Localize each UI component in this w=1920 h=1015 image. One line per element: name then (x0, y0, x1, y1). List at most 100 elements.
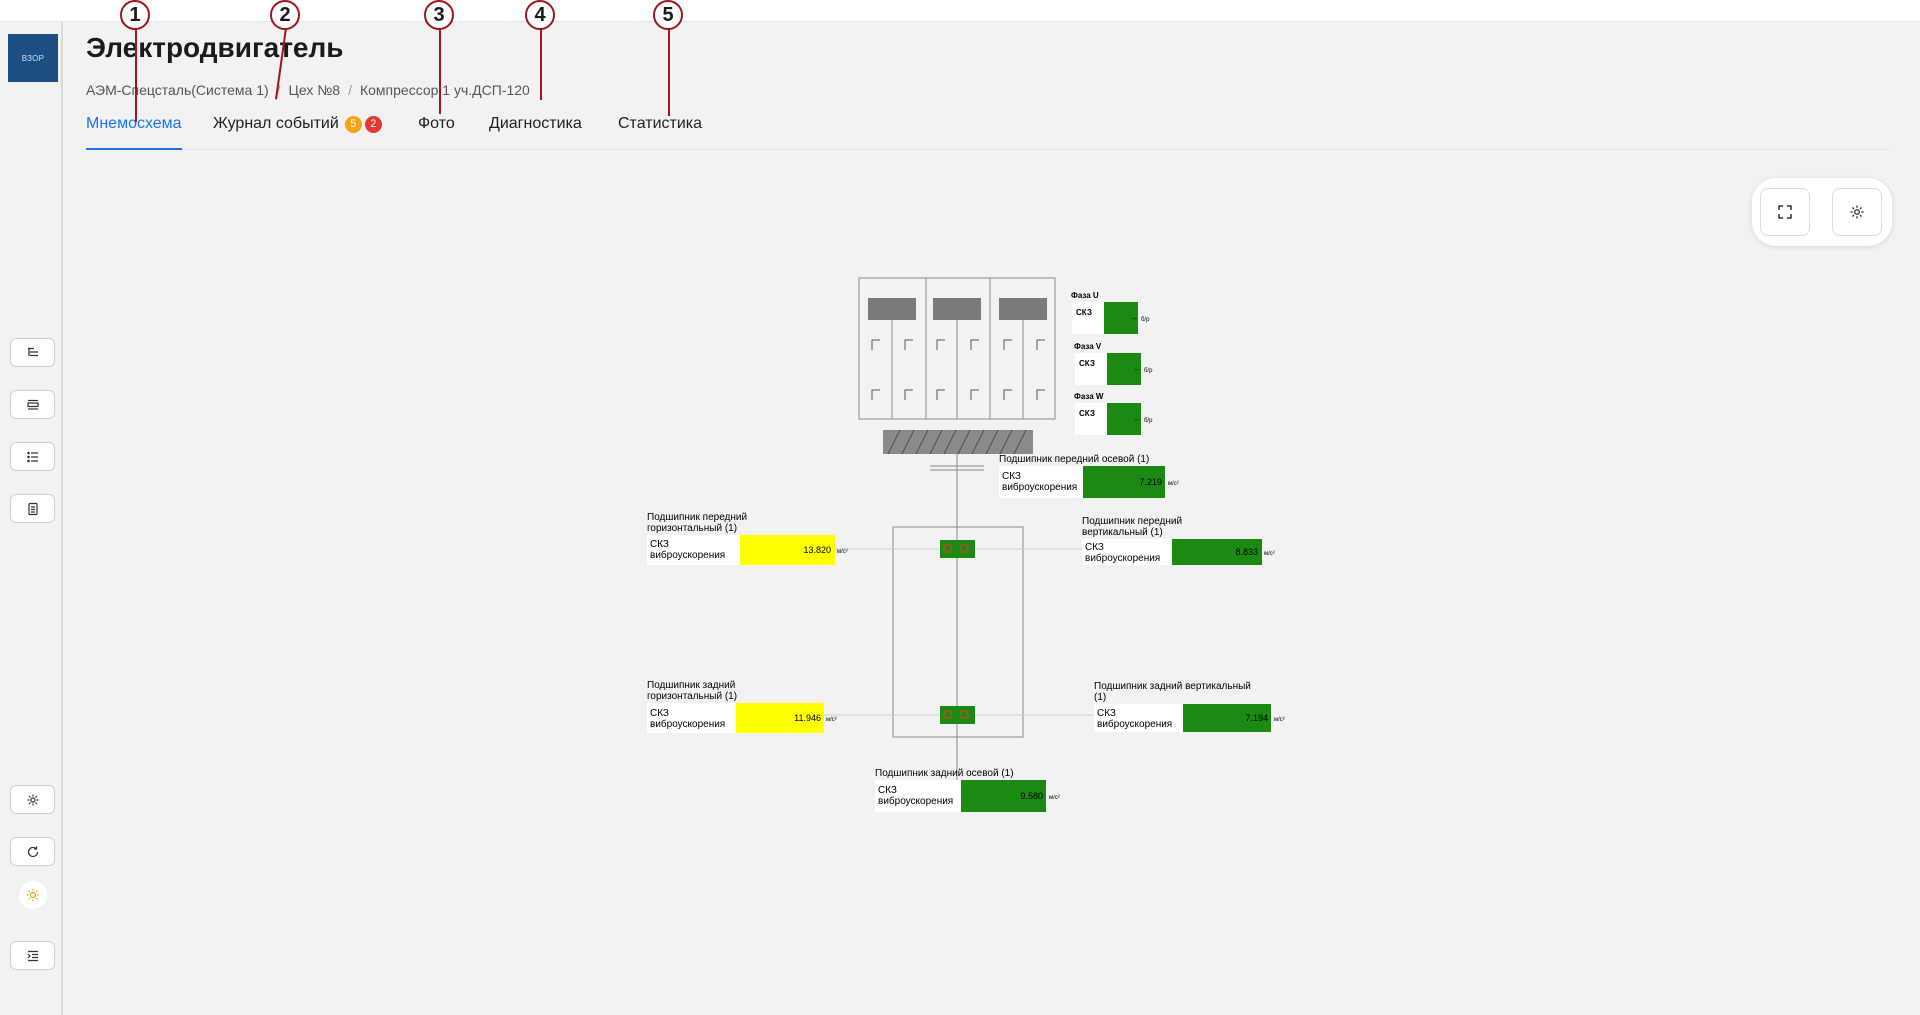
refresh-icon (27, 846, 38, 857)
indent-menu-icon (27, 950, 38, 961)
phase-label: СКЗ (1079, 359, 1095, 368)
warning-count-badge: 5 (344, 116, 362, 133)
motor-body (892, 454, 1024, 790)
phase-w-panel[interactable]: Фаза W СКЗ -- б/р (1074, 392, 1153, 435)
tab-event-log[interactable]: Журнал событий 5 2 (213, 114, 382, 150)
sensor-title: Подшипник задний вертикальный (1094, 681, 1251, 692)
form-list-icon (26, 399, 39, 410)
front-bearing-node[interactable] (940, 540, 975, 558)
sensor-title: Подшипник передний (1082, 516, 1182, 527)
sensor-value: 7.219 (1139, 477, 1162, 487)
sidebar-document-button[interactable] (10, 494, 55, 523)
sensor-value: 13.820 (803, 545, 831, 555)
tab-statistics[interactable]: Статистика (618, 114, 702, 150)
sensor-front-vertical[interactable]: Подшипник передний вертикальный (1) СКЗ … (1082, 516, 1275, 565)
terminal-contacts (871, 339, 1045, 400)
sensor-label: виброускорения (650, 549, 725, 561)
phase-label: СКЗ (1076, 308, 1092, 317)
sidebar-form-button[interactable] (10, 390, 55, 419)
sidebar-list-button[interactable] (10, 442, 55, 471)
phase-value: -- (1131, 316, 1136, 323)
phase-label: СКЗ (1079, 409, 1095, 418)
sun-icon (27, 889, 39, 901)
annotation-leader-line (668, 28, 670, 116)
tab-label: Журнал событий (213, 115, 339, 132)
breadcrumb-system[interactable]: АЭМ-Спецсталь(Система 1) (86, 82, 269, 98)
sidebar-tree-button[interactable] (10, 338, 55, 367)
sensor-label: СКЗ (1097, 708, 1116, 719)
sensor-label: СКЗ (1085, 542, 1104, 553)
terminal-box (858, 277, 1056, 420)
list-icon (26, 451, 38, 462)
gear-icon (27, 794, 38, 805)
breadcrumb: АЭМ-Спецсталь(Система 1)/Цех №8/Компресс… (86, 82, 530, 98)
cable-gland (883, 429, 1033, 455)
annotation-leader-line (439, 28, 441, 114)
gear-icon (1850, 205, 1864, 219)
sidebar-settings-button[interactable] (10, 785, 55, 814)
sensor-unit: м/с² (1049, 795, 1060, 801)
tab-bar: Мнемосхема Журнал событий 5 2 Фото Диагн… (86, 114, 1890, 150)
sensor-unit: м/с² (837, 549, 848, 555)
sensor-label: СКЗ (878, 785, 897, 796)
sensor-rear-horizontal[interactable]: Подшипник задний горизонтальный (1) СКЗ … (647, 680, 837, 733)
sensor-label: СКЗ (1002, 471, 1021, 482)
phase-name: Фаза V (1074, 342, 1102, 351)
sidebar-theme-toggle[interactable] (19, 881, 47, 909)
sensor-rear-vertical[interactable]: Подшипник задний вертикальный (1) СКЗ ви… (1094, 681, 1285, 732)
top-bar (0, 0, 1920, 22)
annotation-marker-1: 1 (120, 0, 150, 30)
phase-value: -- (1134, 417, 1139, 424)
tab-photo[interactable]: Фото (418, 114, 455, 150)
sensor-value: 11.946 (794, 713, 821, 723)
sensor-unit: м/с² (1274, 717, 1285, 723)
sensor-title: вертикальный (1) (1082, 527, 1163, 538)
sensor-label: СКЗ (650, 708, 669, 719)
phase-name: Фаза W (1074, 392, 1104, 401)
phase-name: Фаза U (1071, 291, 1099, 300)
phase-v-panel[interactable]: Фаза V СКЗ -- б/р (1074, 342, 1153, 385)
alarm-count-badge: 2 (364, 116, 382, 133)
sensor-front-horizontal[interactable]: Подшипник передний горизонтальный (1) СК… (647, 512, 848, 565)
sidebar-collapse-button[interactable] (10, 941, 55, 970)
tab-diagnostics[interactable]: Диагностика (489, 114, 582, 150)
tab-mnemoscheme[interactable]: Мнемосхема (86, 114, 182, 150)
sensor-title: горизонтальный (1) (647, 523, 737, 534)
phase-unit: б/р (1144, 418, 1153, 424)
phase-u-panel[interactable]: Фаза U СКЗ -- б/р (1071, 291, 1150, 334)
sensor-title: Подшипник задний (647, 680, 735, 691)
breadcrumb-separator: / (348, 82, 352, 98)
annotation-marker-4: 4 (525, 0, 555, 30)
sensor-label: СКЗ (650, 539, 669, 550)
breadcrumb-workshop[interactable]: Цех №8 (288, 82, 341, 98)
breadcrumb-compressor[interactable]: Компрессор 1 уч.ДСП-120 (359, 82, 530, 98)
sensor-label: виброускорения (1097, 718, 1172, 730)
sensor-label: виброускорения (878, 795, 953, 807)
sensor-value: 8.833 (1235, 547, 1258, 557)
fullscreen-icon (1778, 205, 1792, 219)
annotation-leader-line (540, 28, 542, 100)
scheme-settings-button[interactable] (1832, 188, 1882, 236)
sensor-unit: м/с² (1264, 551, 1275, 557)
annotation-marker-2: 2 (270, 0, 300, 30)
sidebar: ВЗОР (0, 22, 63, 1015)
annotation-marker-3: 3 (424, 0, 454, 30)
scheme-toolbar (1752, 178, 1892, 246)
sidebar-refresh-button[interactable] (10, 837, 55, 866)
sensor-title: Подшипник передний осевой (1) (999, 454, 1149, 465)
sensor-front-axial[interactable]: Подшипник передний осевой (1) СКЗ виброу… (999, 454, 1179, 498)
sensor-unit: м/с² (1168, 481, 1179, 487)
page-title: Электродвигатель (86, 32, 344, 63)
tree-view-icon (27, 347, 38, 356)
sensor-value: 9.580 (1020, 791, 1043, 801)
annotation-leader-line (135, 28, 137, 122)
phase-unit: б/р (1141, 317, 1150, 323)
sensor-unit: м/с² (826, 717, 837, 723)
sensor-title: (1) (1094, 692, 1106, 703)
fullscreen-button[interactable] (1760, 188, 1810, 236)
sensor-rear-axial[interactable]: Подшипник задний осевой (1) СКЗ виброуск… (875, 768, 1060, 812)
app-logo[interactable]: ВЗОР (8, 34, 58, 82)
rear-bearing-node[interactable] (940, 706, 975, 724)
sensor-label: виброускорения (650, 718, 725, 730)
